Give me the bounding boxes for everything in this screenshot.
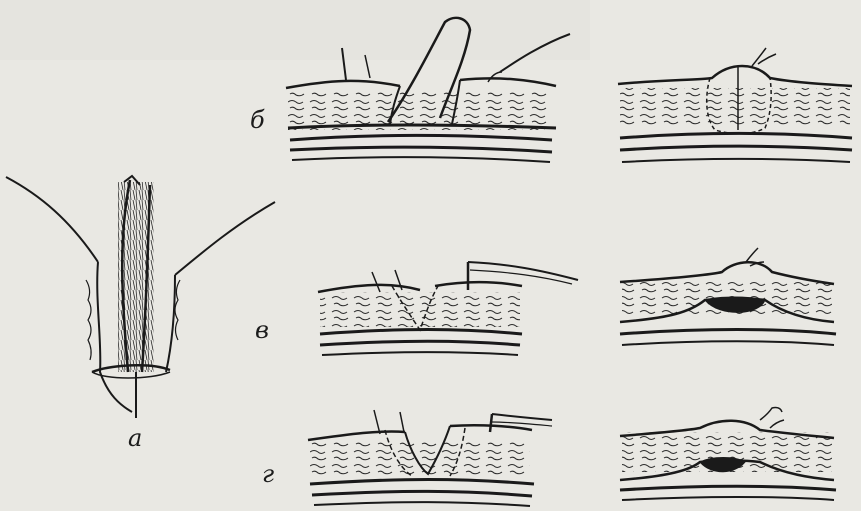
panel-label-v: в	[255, 318, 269, 342]
panel-label-g: г	[262, 462, 274, 486]
panel-label-b: б	[250, 108, 265, 132]
panel-label-a: а	[128, 426, 142, 450]
